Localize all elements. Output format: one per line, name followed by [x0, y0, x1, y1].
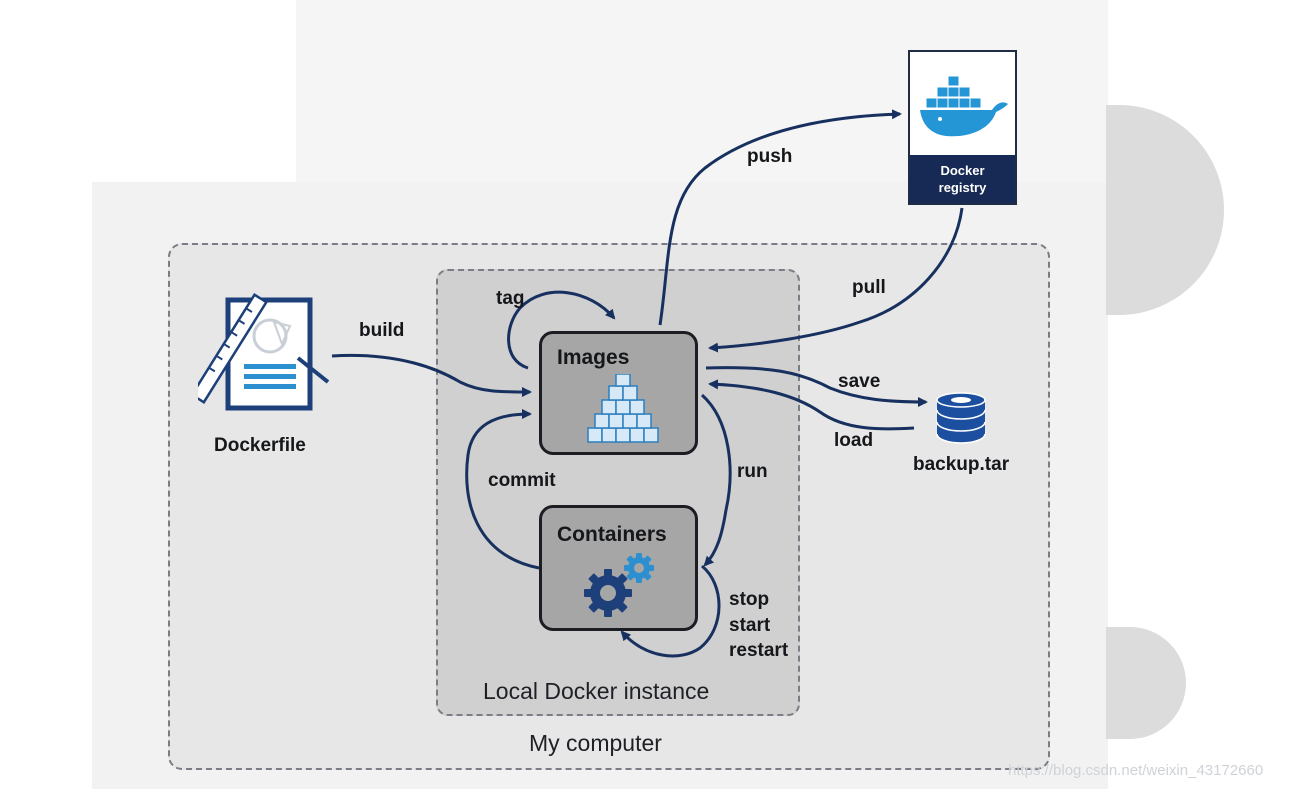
registry-line-2: registry: [938, 180, 987, 195]
save-label: save: [838, 371, 881, 392]
run-label: run: [737, 461, 768, 482]
docker-registry-label: Docker registry: [910, 155, 1015, 203]
backup-tar-label: backup.tar: [913, 454, 1010, 475]
commit-label: commit: [488, 470, 556, 491]
registry-line-1: Docker: [940, 163, 985, 178]
docker-whale-icon: [920, 75, 1008, 137]
watermark-text: https://blog.csdn.net/weixin_43172660: [1008, 762, 1264, 779]
images-title: Images: [557, 346, 630, 369]
pull-label: pull: [852, 277, 886, 298]
push-arrow: [658, 109, 902, 326]
stop-label: stop: [729, 589, 770, 610]
cube-stack-icon: [587, 374, 659, 443]
my-computer-caption: My computer: [529, 730, 662, 756]
docker-registry-node: Docker registry: [908, 50, 1017, 205]
load-label: load: [834, 430, 874, 451]
images-node: Images: [539, 331, 698, 455]
push-label: push: [747, 146, 793, 167]
gears-icon: [584, 553, 654, 617]
load-arrow: [708, 379, 915, 431]
database-icon: [936, 392, 986, 444]
run-arrow: [700, 393, 732, 567]
build-arrow: [331, 353, 532, 397]
tag-arrow: [507, 290, 616, 370]
stop-start-restart-arrow: [620, 564, 721, 658]
containers-node: Containers: [539, 505, 698, 631]
restart-label: restart: [729, 640, 789, 661]
containers-title: Containers: [557, 523, 667, 546]
dockerfile-label: Dockerfile: [214, 435, 306, 456]
local-docker-instance-caption: Local Docker instance: [483, 678, 710, 704]
tag-label: tag: [496, 288, 525, 309]
dockerfile-icon: [198, 293, 330, 411]
start-label: start: [729, 615, 771, 636]
commit-arrow: [465, 409, 540, 570]
pull-arrow: [708, 207, 964, 353]
build-label: build: [359, 320, 405, 341]
save-arrow: [705, 366, 928, 407]
